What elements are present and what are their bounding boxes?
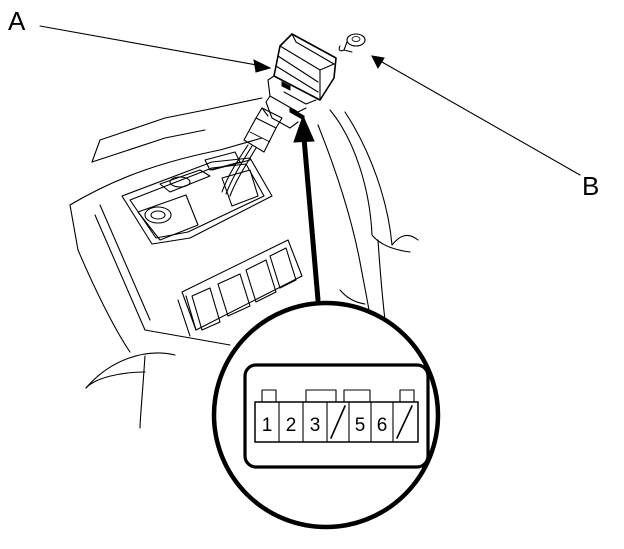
pin-label-6: 6 <box>377 415 388 436</box>
clip-b <box>338 33 366 53</box>
callout-label-b: B <box>582 171 599 201</box>
lower-switch-bank <box>177 239 303 337</box>
callout-label-a: A <box>8 6 26 36</box>
pin-label-1: 1 <box>262 415 273 436</box>
zoom-pointer-arrow <box>293 114 321 303</box>
pin-label-5: 5 <box>355 415 366 436</box>
pin-label-2: 2 <box>286 415 297 436</box>
switch-a-body <box>265 33 337 129</box>
leader-line-b <box>371 55 581 176</box>
pin-label-3: 3 <box>310 415 321 436</box>
upper-switch-panel <box>121 151 273 245</box>
wire-harness <box>221 107 283 197</box>
leader-line-a <box>39 25 272 73</box>
connector-face <box>243 363 430 469</box>
